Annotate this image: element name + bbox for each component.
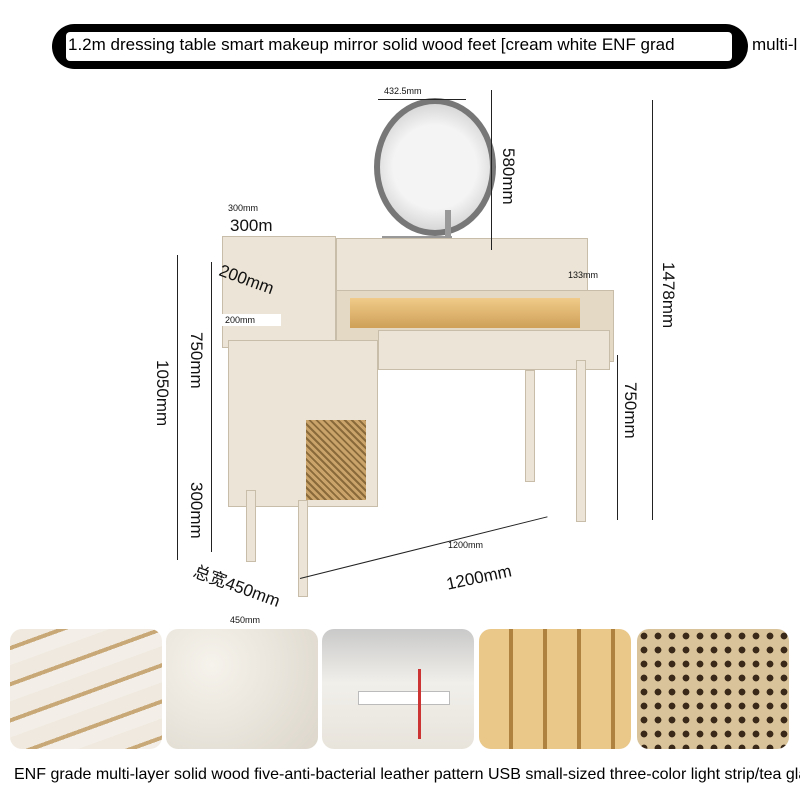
dim-line [617,355,618,520]
side-tower [222,236,336,348]
total-height-label: 1478mm [659,262,678,329]
thumbnail-rattan-weave [637,629,789,749]
leg [525,370,535,482]
hutch-height-label: 133mm [568,270,599,280]
usb-cable [418,669,421,739]
dressing-table-illustration [222,98,614,597]
dim-line [177,255,178,560]
dim-line [491,90,492,250]
top-depth-small-label: 300mm [228,203,259,213]
dim-line [652,100,653,520]
mirror [374,98,496,236]
mirror-width-label: 432.5mm [384,86,422,96]
title-overflow-text: multi-l [752,35,798,54]
side-depth-small-label: 200mm [222,314,282,326]
rattan-door [306,420,366,500]
mirror-stem [445,210,451,240]
usb-socket-strip [358,691,450,705]
leg [298,500,308,597]
width-small-label: 1200mm [448,540,484,550]
thumbnail-usb-socket [322,629,474,749]
leg [576,360,586,522]
mirror-height-label: 580mm [499,148,518,205]
left-height-label: 750mm [187,332,206,389]
thumbnail-light-strip-drawer [479,629,631,749]
dim-line [378,99,466,100]
feature-caption: ENF grade multi-layer solid wood five-an… [14,766,800,783]
title-text: 1.2m dressing table smart makeup mirror … [68,35,675,54]
total-depth-small-label: 450mm [230,615,261,625]
desk-height-label: 750mm [621,382,640,439]
drawer [378,330,610,370]
thumbnail-multi-layer-wood [10,629,162,749]
dim-line [211,262,212,552]
thumbnail-leather-pattern [166,629,318,749]
title-banner-inner [66,32,732,61]
leg-height-label: 300mm [187,482,206,539]
light-strip [350,298,580,328]
top-depth-large-label: 300m [230,216,273,235]
cabinet-height-label: 1050mm [153,360,172,427]
leg [246,490,256,562]
